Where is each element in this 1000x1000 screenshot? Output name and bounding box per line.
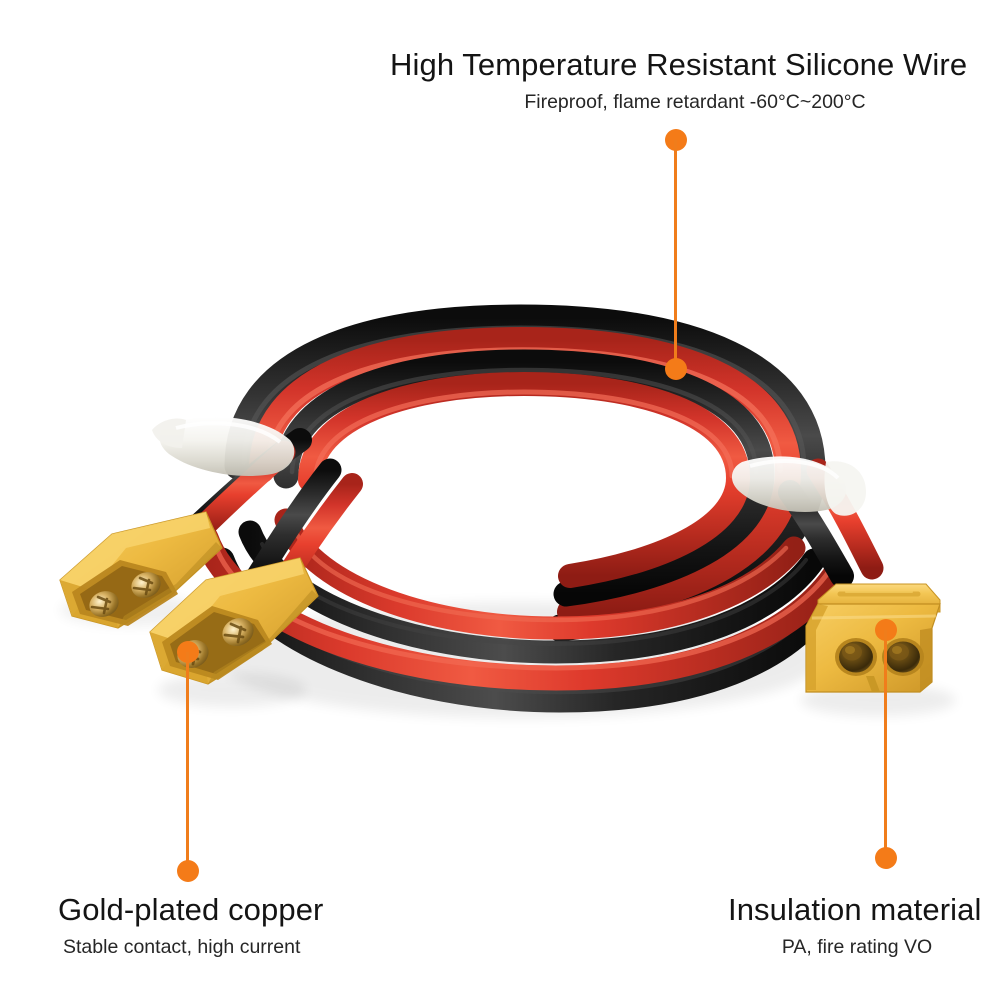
wire-red-tail-a: [184, 440, 296, 546]
connector-xt60-male-upper: [59, 511, 223, 629]
wire-black-tail-right: [778, 480, 854, 588]
leader-dot-bl-lower: [177, 860, 199, 882]
leader-stem-bl: [186, 652, 189, 871]
connector-xt60-female[interactable]: [800, 583, 956, 716]
cable-tie-left: [152, 417, 295, 476]
wire-black-tail-b: [238, 458, 342, 600]
cable-tie-right: [731, 456, 866, 516]
annotation-bottom-left-title: Gold-plated copper: [58, 892, 324, 927]
leader-stem-br: [884, 630, 887, 858]
annotation-bottom-right-title: Insulation material: [728, 892, 982, 927]
annotation-top: High Temperature Resistant Silicone Wire…: [390, 47, 1000, 114]
annotation-bottom-left: Gold-plated copper Stable contact, high …: [58, 892, 324, 959]
annotation-top-subtitle: Fireproof, flame retardant -60°C~200°C: [524, 91, 866, 114]
leader-dot-top-lower: [665, 358, 687, 380]
gold-plated-pin: [131, 572, 161, 598]
cable-coil: [152, 304, 884, 718]
wire-black-front-lower: [209, 547, 841, 713]
connector-xt60-male-lower[interactable]: [149, 557, 319, 707]
gold-plated-pin: [222, 618, 254, 646]
wire-red-tail-b: [261, 473, 363, 611]
female-socket: [882, 638, 924, 676]
female-socket: [835, 638, 877, 676]
annotation-top-title: High Temperature Resistant Silicone Wire: [390, 47, 968, 82]
annotation-bottom-left-subtitle: Stable contact, high current: [63, 936, 301, 959]
wire-red-outer: [249, 326, 802, 625]
annotation-bottom-right-subtitle: PA, fire rating VO: [781, 936, 933, 959]
wire-black-tail-a: [184, 428, 312, 540]
wire-black-inner: [273, 349, 775, 607]
wire-red-front-mid: [274, 508, 806, 640]
wire-black-front-mid: [238, 520, 826, 664]
wire-red-tail-right: [806, 458, 884, 580]
leader-dot-br-lower: [875, 847, 897, 869]
wire-red-inner: [298, 371, 751, 588]
wire-red-front-lower: [193, 525, 851, 691]
annotation-bottom-right: Insulation material PA, fire rating VO: [728, 892, 986, 959]
wire-black-outer: [224, 304, 826, 642]
leader-stem-top: [674, 140, 677, 369]
gold-plated-pin: [89, 591, 119, 617]
